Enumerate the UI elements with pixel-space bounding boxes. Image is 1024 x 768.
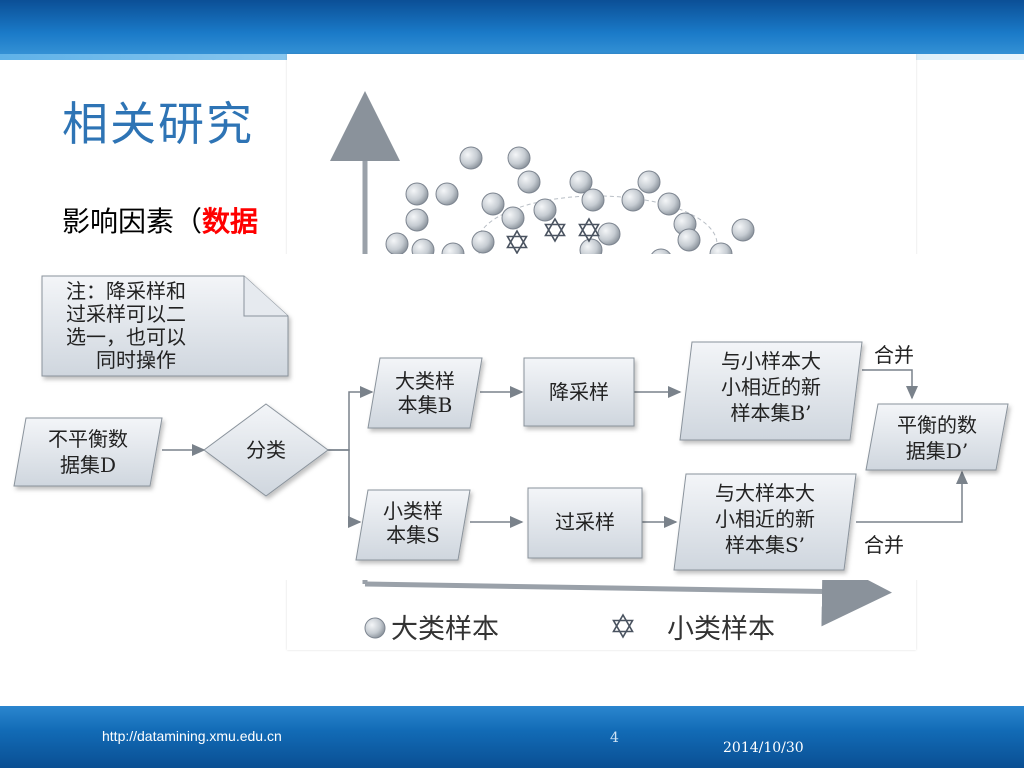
new-small-line-3: 样本集S’	[725, 533, 805, 557]
new-large-line-3: 样本集B’	[730, 401, 811, 425]
large-class-point	[731, 218, 755, 242]
large-class-point	[507, 146, 531, 170]
new-large-line-1: 与小样本大	[721, 349, 821, 373]
footer-date: 2014/10/30	[723, 740, 804, 756]
large-class-point	[481, 192, 505, 216]
footer-band	[0, 706, 1024, 768]
output-line-2: 据集D’	[906, 439, 968, 463]
note-line-4: 同时操作	[96, 348, 176, 372]
undersample-node	[523, 357, 635, 427]
classify-label: 分类	[246, 438, 286, 462]
large-class-point	[581, 188, 605, 212]
small-set-line-1: 小类样	[383, 499, 443, 523]
new-large-line-2: 小相近的新	[721, 375, 821, 399]
large-class-point	[621, 188, 645, 212]
new-small-set-node	[673, 473, 857, 571]
note-line-2: 过采样可以二	[66, 302, 186, 326]
small-set-node	[355, 489, 471, 561]
flowchart-svg: 注：降采样和 过采样可以二 选一，也可以 同时操作 不平衡数 据集D 分类 大类…	[13, 275, 1009, 571]
subtitle-highlight: 数据	[202, 205, 259, 238]
slide-title: 相关研究	[62, 97, 254, 151]
input-line-2: 据集D	[60, 453, 116, 477]
large-class-point	[385, 232, 409, 256]
connectors	[162, 369, 968, 528]
small-set-line-2: 本集S	[386, 523, 440, 547]
large-class-point	[677, 228, 701, 252]
new-large-set-node	[679, 341, 863, 441]
legend-large-label: 大类样本	[391, 614, 499, 645]
scatter-svg: 大类样本 小类样本	[330, 91, 892, 645]
subtitle-prefix: 影响因素（	[62, 205, 203, 238]
small-class-point	[578, 217, 600, 243]
undersample-label: 降采样	[549, 380, 609, 404]
large-set-line-2: 本集B	[398, 393, 453, 417]
oversample-label: 过采样	[555, 510, 615, 534]
note-box	[41, 275, 289, 377]
slide-subtitle: 影响因素（数据	[62, 200, 258, 240]
large-class-point	[637, 170, 661, 194]
balanced-dataset-node	[865, 403, 1009, 471]
page-number: 4	[610, 730, 619, 746]
large-class-point	[533, 198, 557, 222]
small-class-point	[544, 217, 566, 243]
classify-node	[203, 403, 329, 497]
large-set-line-1: 大类样	[395, 369, 455, 393]
footer-url: http://datamining.xmu.edu.cn	[102, 728, 282, 744]
large-class-point	[657, 192, 681, 216]
input-line-1: 不平衡数	[48, 427, 128, 451]
x-axis	[364, 556, 892, 627]
large-class-point	[569, 170, 593, 194]
large-class-point	[597, 222, 621, 246]
note-line-3: 选一，也可以	[66, 325, 186, 349]
oversample-node	[527, 487, 643, 559]
new-small-line-1: 与大样本大	[715, 481, 815, 505]
large-set-node	[367, 357, 483, 429]
new-small-line-2: 小相近的新	[715, 507, 815, 531]
large-class-point	[459, 146, 483, 170]
legend-circle-icon	[364, 617, 386, 639]
large-class-point	[517, 170, 541, 194]
header-band	[0, 0, 1024, 60]
flowchart: 注：降采样和 过采样可以二 选一，也可以 同时操作 不平衡数 据集D 分类 大类…	[4, 254, 1024, 580]
merge-top-label: 合并	[874, 343, 914, 367]
input-dataset-node	[13, 417, 163, 487]
legend-small-label: 小类样本	[667, 614, 775, 645]
legend-star-icon	[612, 613, 634, 639]
small-class-points	[506, 217, 600, 255]
large-class-point	[405, 182, 429, 206]
small-class-point	[506, 229, 528, 255]
large-class-point	[501, 206, 525, 230]
output-line-1: 平衡的数	[897, 413, 977, 437]
large-class-point	[435, 182, 459, 206]
large-class-point	[405, 208, 429, 232]
large-class-point	[471, 230, 495, 254]
merge-bottom-label: 合并	[864, 533, 904, 557]
note-line-1: 注：降采样和	[66, 279, 186, 303]
